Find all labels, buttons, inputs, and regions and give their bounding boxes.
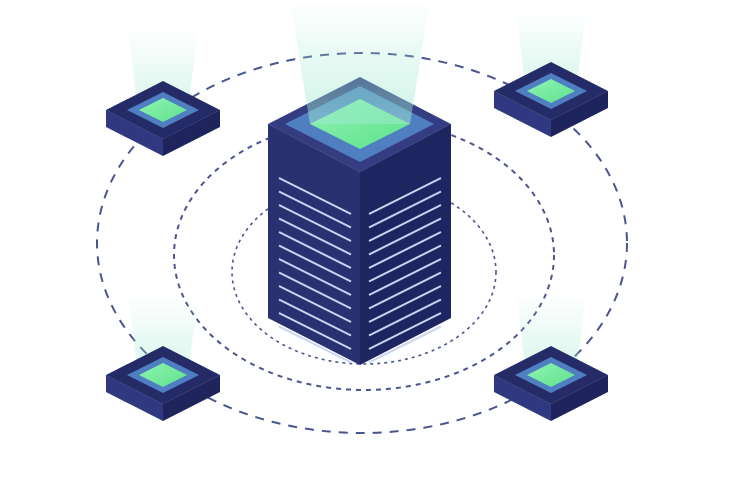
vent-line	[278, 258, 352, 296]
node-right-face	[551, 91, 608, 137]
vent-line	[278, 177, 352, 215]
node-glow-core	[527, 363, 575, 387]
server-vents-right	[368, 177, 442, 364]
network-nodes	[106, 11, 608, 421]
node-glow-core	[139, 363, 187, 387]
node-right-face	[551, 375, 608, 421]
vent-line	[278, 231, 352, 269]
node-right-face	[163, 375, 220, 421]
vent-line	[368, 325, 442, 364]
node-left-face	[494, 375, 551, 421]
node-left-face	[106, 375, 163, 421]
inner-orbit	[231, 179, 497, 365]
vent-line	[368, 177, 442, 215]
vent-line	[278, 285, 352, 323]
network-node	[494, 295, 608, 421]
vent-line	[278, 298, 352, 337]
server-tower	[268, 0, 451, 365]
vent-line	[368, 271, 442, 310]
node-glow-core	[139, 98, 187, 122]
vent-line	[368, 190, 442, 229]
vent-line	[368, 298, 442, 337]
vent-line	[278, 271, 352, 310]
vent-line	[368, 285, 442, 323]
node-glow-core	[527, 79, 575, 103]
vent-line	[368, 258, 442, 296]
node-left-face	[494, 91, 551, 137]
vent-line	[368, 231, 442, 269]
node-right-face	[163, 110, 220, 156]
server-light-beam	[290, 0, 430, 124]
vent-line	[278, 244, 352, 283]
network-node	[106, 30, 220, 156]
vent-line	[278, 190, 352, 229]
node-left-face	[106, 110, 163, 156]
server-vents-left	[278, 177, 352, 364]
vent-line	[368, 204, 442, 242]
vent-line	[368, 244, 442, 283]
network-node	[494, 11, 608, 137]
vent-line	[278, 217, 352, 256]
vent-line	[368, 217, 442, 256]
vent-line	[368, 312, 442, 350]
vent-line	[278, 325, 352, 364]
network-node	[106, 295, 220, 421]
vent-line	[278, 204, 352, 242]
vent-line	[278, 312, 352, 350]
